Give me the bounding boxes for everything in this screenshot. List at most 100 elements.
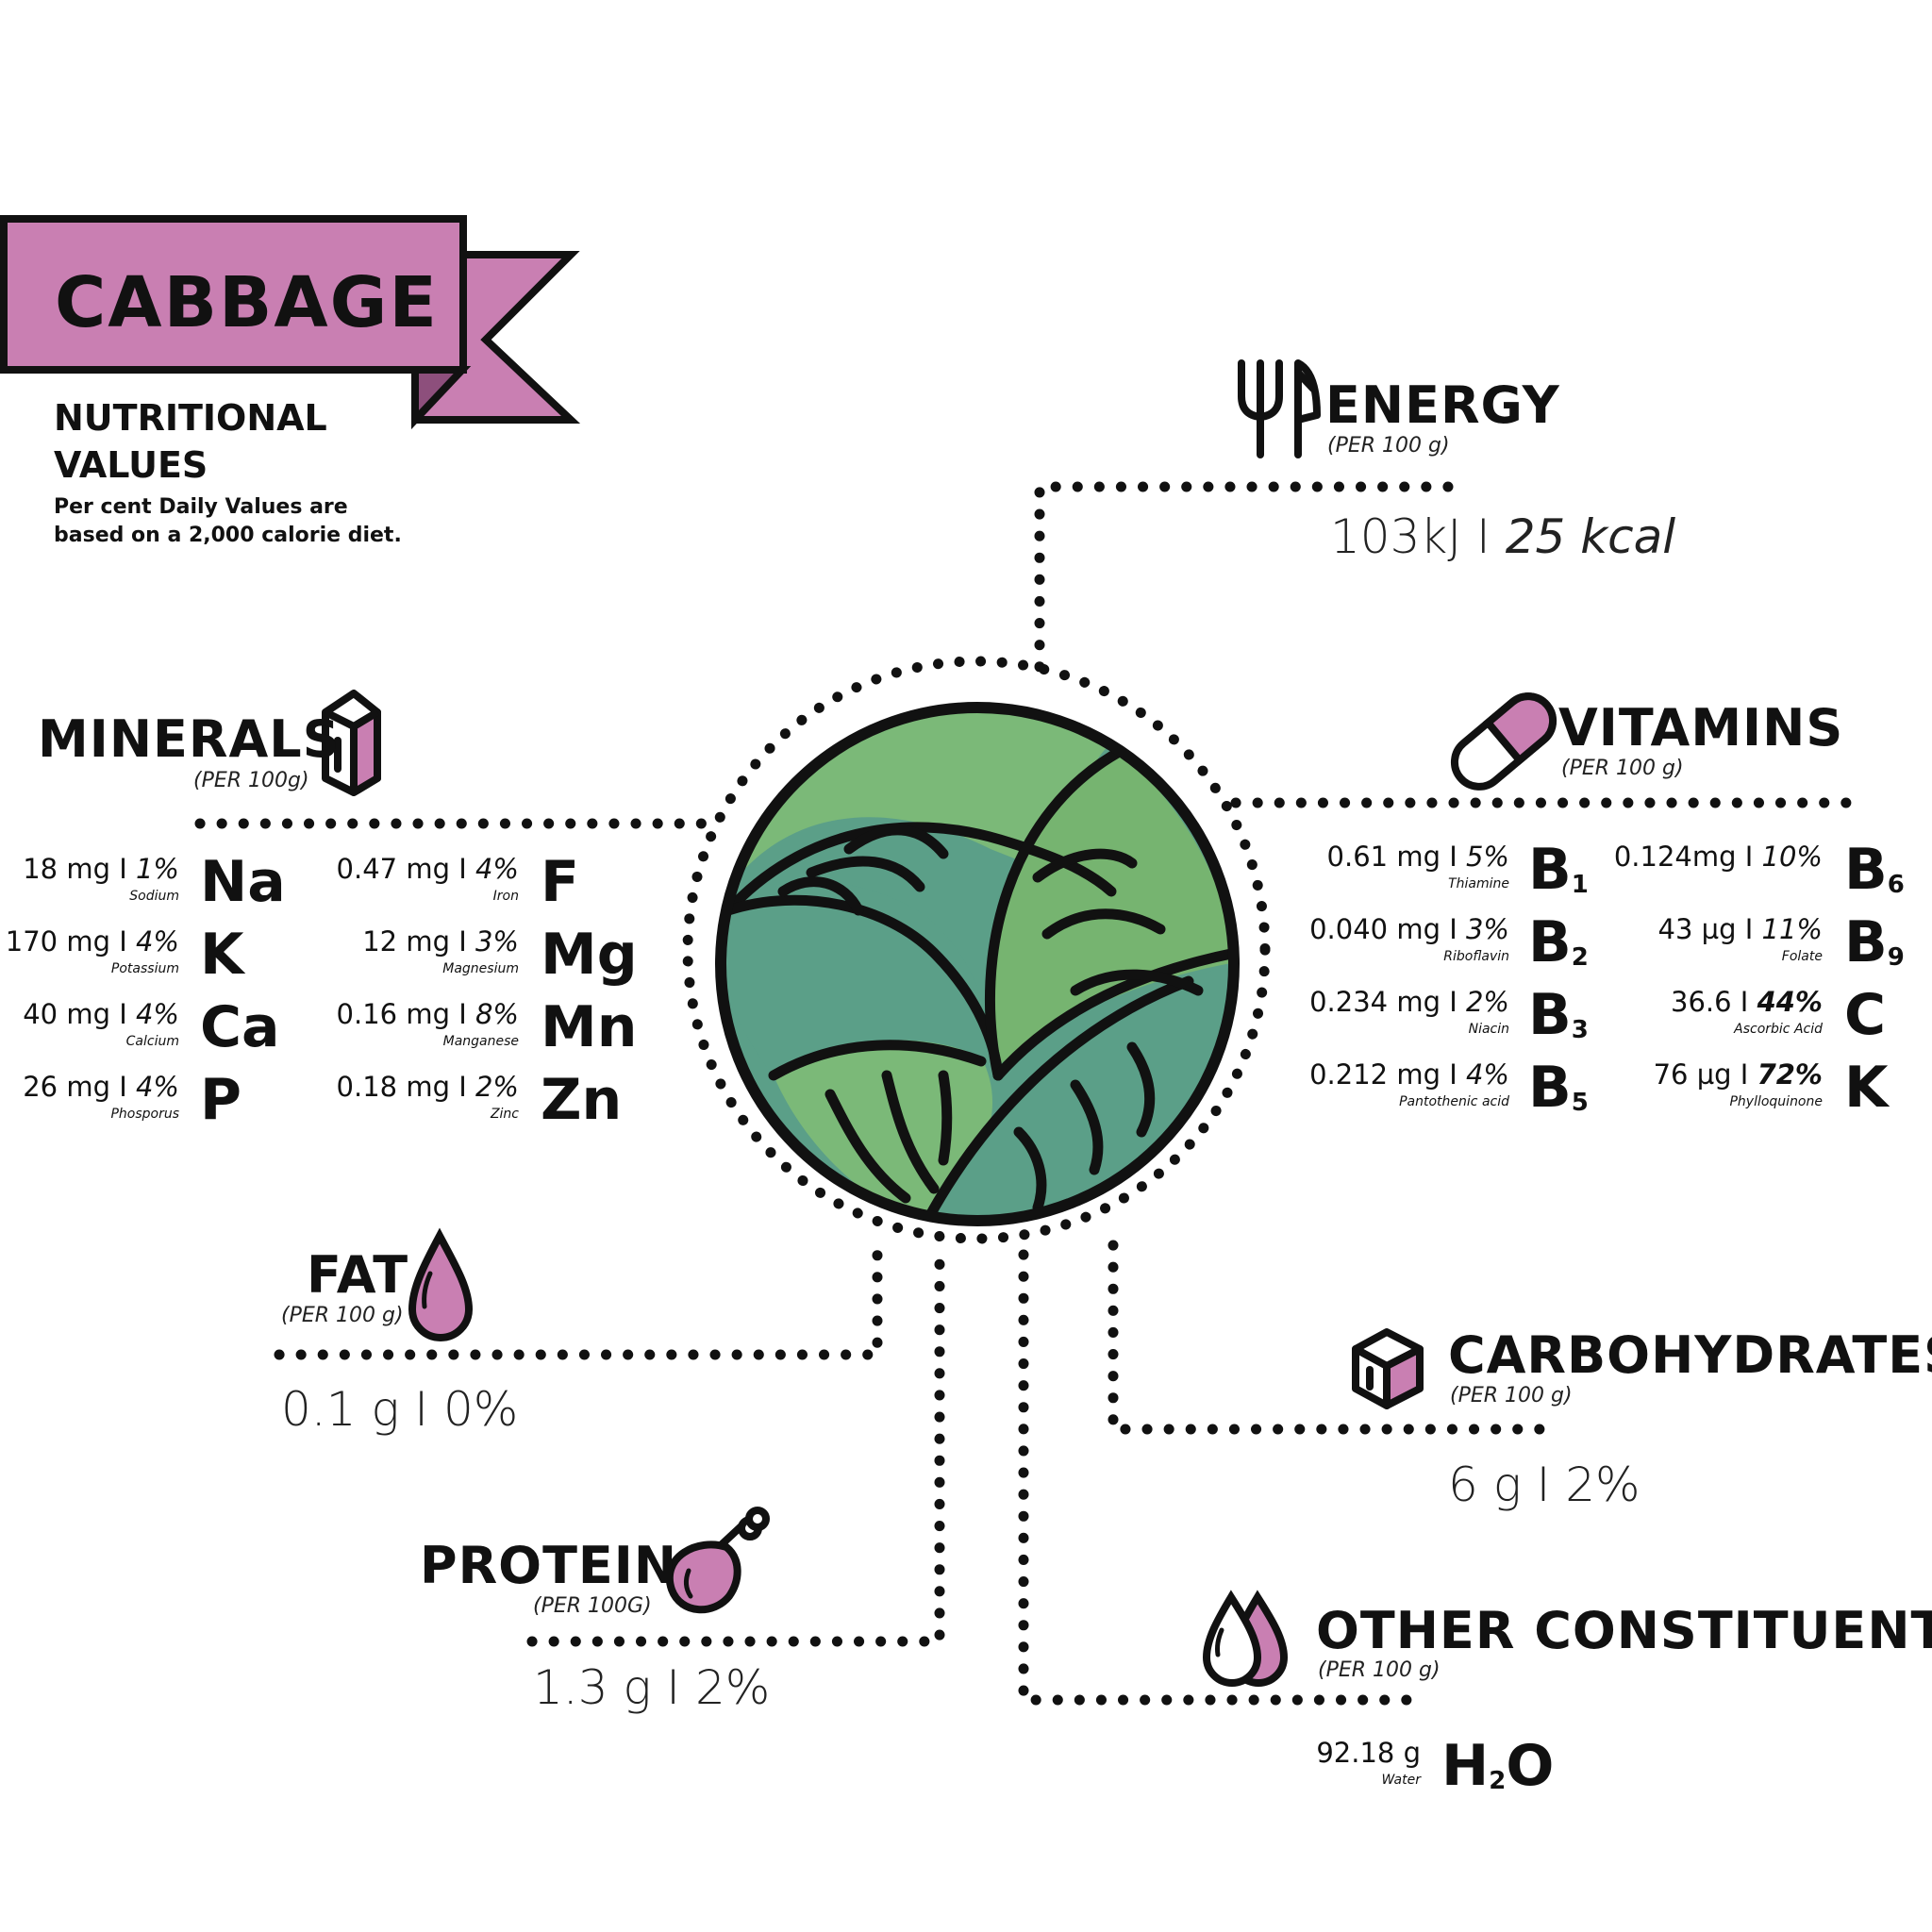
mineral-percent: 3%	[475, 925, 519, 958]
mineral-amount: 26 mg I 4%	[23, 1071, 179, 1103]
vitamin-amount-value: 0.234 mg	[1309, 986, 1441, 1018]
vitamin-row: 0.61 mg I 5%Thiamine	[1151, 837, 1509, 908]
vitamin-name: Thiamine	[1448, 876, 1509, 891]
vitamin-row: 0.124mg I 10%	[1464, 837, 1823, 908]
protein-heading: PROTEIN	[420, 1536, 678, 1595]
page-subtitle: NUTRITIONAL VALUES	[54, 397, 327, 486]
vitamin-amount: 76 µg I 72%	[1654, 1058, 1823, 1091]
vitamin-symbol: B1	[1528, 841, 1589, 898]
mineral-separator: I	[109, 998, 136, 1030]
vitamin-row: 0.234 mg I 2%Niacin	[1151, 982, 1509, 1054]
vitamin-row: 0.212 mg I 4%Pantothenic acid	[1151, 1055, 1509, 1126]
sugar-cube-icon	[1352, 1328, 1424, 1409]
vitamin-separator: I	[1736, 913, 1762, 945]
energy-kj: 103kJ	[1330, 509, 1462, 564]
protein-value: 1.3 g I 2%	[533, 1660, 771, 1715]
mineral-amount-value: 40 mg	[23, 998, 110, 1030]
mineral-row: 0.16 mg I 8%Manganese	[160, 994, 519, 1066]
vitamin-amount-value: 0.040 mg	[1309, 913, 1441, 945]
vitamin-percent: 4%	[1465, 1058, 1509, 1091]
vitamin-symbol-letter: B	[1528, 982, 1572, 1048]
title-banner	[0, 215, 581, 430]
water-symbol-h: H	[1441, 1733, 1490, 1799]
vitamin-percent: 2%	[1465, 986, 1509, 1018]
vitamin-percent: 10%	[1761, 841, 1823, 873]
mineral-amount-value: 26 mg	[23, 1071, 110, 1103]
other-per: (PER 100 g)	[1318, 1658, 1441, 1682]
mineral-amount: 170 mg I 4%	[6, 925, 179, 958]
mineral-symbol-letter: K	[200, 922, 244, 988]
mineral-name: Magnesium	[442, 961, 519, 976]
mineral-symbol-letter: Zn	[541, 1067, 623, 1133]
connector-fat	[274, 1240, 883, 1360]
mineral-amount: 0.18 mg I 2%	[337, 1071, 519, 1103]
mineral-name: Potassium	[110, 961, 179, 976]
vitamin-percent: 72%	[1757, 1058, 1823, 1091]
vitamin-amount-value: 0.124mg	[1613, 841, 1737, 873]
vitamin-amount-value: 43 µg	[1657, 913, 1737, 945]
vitamin-amount-value: 0.61 mg	[1326, 841, 1441, 873]
vitamin-separator: I	[1731, 986, 1757, 1018]
other-heading: OTHER CONSTITUENTS	[1316, 1601, 1932, 1660]
vitamin-symbol-letter: B	[1528, 837, 1572, 903]
minerals-per: (PER 100g)	[193, 769, 309, 792]
energy-heading: ENERGY	[1325, 375, 1560, 435]
vitamins-heading: VITAMINS	[1558, 698, 1844, 758]
mineral-separator: I	[109, 925, 136, 958]
fat-heading: FAT	[307, 1245, 409, 1305]
mineral-percent: 4%	[135, 925, 179, 958]
mineral-separator: I	[449, 853, 475, 885]
energy-separator: I	[1461, 509, 1506, 564]
vitamin-name: Pantothenic acid	[1399, 1094, 1509, 1109]
mineral-separator: I	[449, 925, 475, 958]
vitamin-symbol-letter: B	[1528, 1055, 1572, 1121]
vitamin-symbol: B6	[1844, 841, 1905, 898]
vitamins-per: (PER 100 g)	[1561, 757, 1684, 780]
mineral-name: Iron	[492, 889, 519, 904]
water-symbol-o: O	[1506, 1733, 1555, 1799]
two-drops-icon	[1202, 1590, 1289, 1687]
vitamin-symbol-subscript: 6	[1887, 871, 1905, 899]
mineral-symbol-letter: P	[200, 1067, 242, 1133]
mineral-percent: 4%	[475, 853, 519, 885]
vitamin-amount: 0.124mg I 10%	[1614, 841, 1823, 873]
vitamin-symbol-letter: K	[1844, 1055, 1889, 1121]
protein-per: (PER 100G)	[533, 1594, 652, 1618]
minerals-heading: MINERALS	[38, 709, 341, 769]
vitamin-symbol-subscript: 2	[1571, 943, 1589, 972]
mineral-row: 0.47 mg I 4% Iron	[160, 849, 519, 921]
mineral-symbol-letter: Mn	[541, 994, 638, 1060]
mineral-amount: 18 mg I 1%	[23, 853, 179, 885]
vitamin-name: Phylloquinone	[1729, 1094, 1823, 1109]
carbs-heading: CARBOHYDRATES	[1448, 1325, 1932, 1385]
vitamin-amount-value: 76 µg	[1653, 1058, 1732, 1091]
water-symbol-sub: 2	[1489, 1767, 1507, 1795]
water-name: Water	[1381, 1773, 1421, 1788]
mineral-amount-value: 0.47 mg	[336, 853, 450, 885]
mineral-row: 12 mg I 3% Magnesium	[160, 922, 519, 993]
vitamin-percent: 3%	[1465, 913, 1509, 945]
vitamin-separator: I	[1440, 913, 1466, 945]
vitamin-percent: 44%	[1757, 986, 1823, 1018]
vitamin-amount-value: 0.212 mg	[1309, 1058, 1441, 1091]
mineral-symbol: Na	[200, 854, 286, 910]
vitamin-symbol: C	[1844, 987, 1886, 1043]
drumstick-icon	[665, 1507, 770, 1614]
page-title: CABBAGE	[55, 262, 439, 343]
mineral-separator: I	[449, 998, 475, 1030]
vitamin-symbol: K	[1844, 1059, 1889, 1116]
mineral-amount: 12 mg I 3%	[362, 925, 519, 958]
vitamin-separator: I	[1440, 986, 1466, 1018]
mineral-symbol-letter: Ca	[200, 994, 280, 1060]
vitamin-symbol-subscript: 3	[1571, 1016, 1589, 1044]
water-amount: 92.18 g	[1316, 1737, 1421, 1769]
mineral-row: 0.18 mg I 2%Zinc	[160, 1067, 519, 1139]
carbs-value: 6 g I 2%	[1448, 1457, 1641, 1512]
vitamin-symbol-subscript: 5	[1571, 1089, 1589, 1117]
cabbage-illustration	[715, 702, 1240, 1226]
vitamin-symbol-letter: C	[1844, 982, 1887, 1048]
vitamin-name: Folate	[1781, 949, 1823, 964]
vitamin-symbol: B9	[1844, 914, 1905, 971]
vitamin-amount: 0.040 mg I 3%	[1309, 913, 1509, 945]
